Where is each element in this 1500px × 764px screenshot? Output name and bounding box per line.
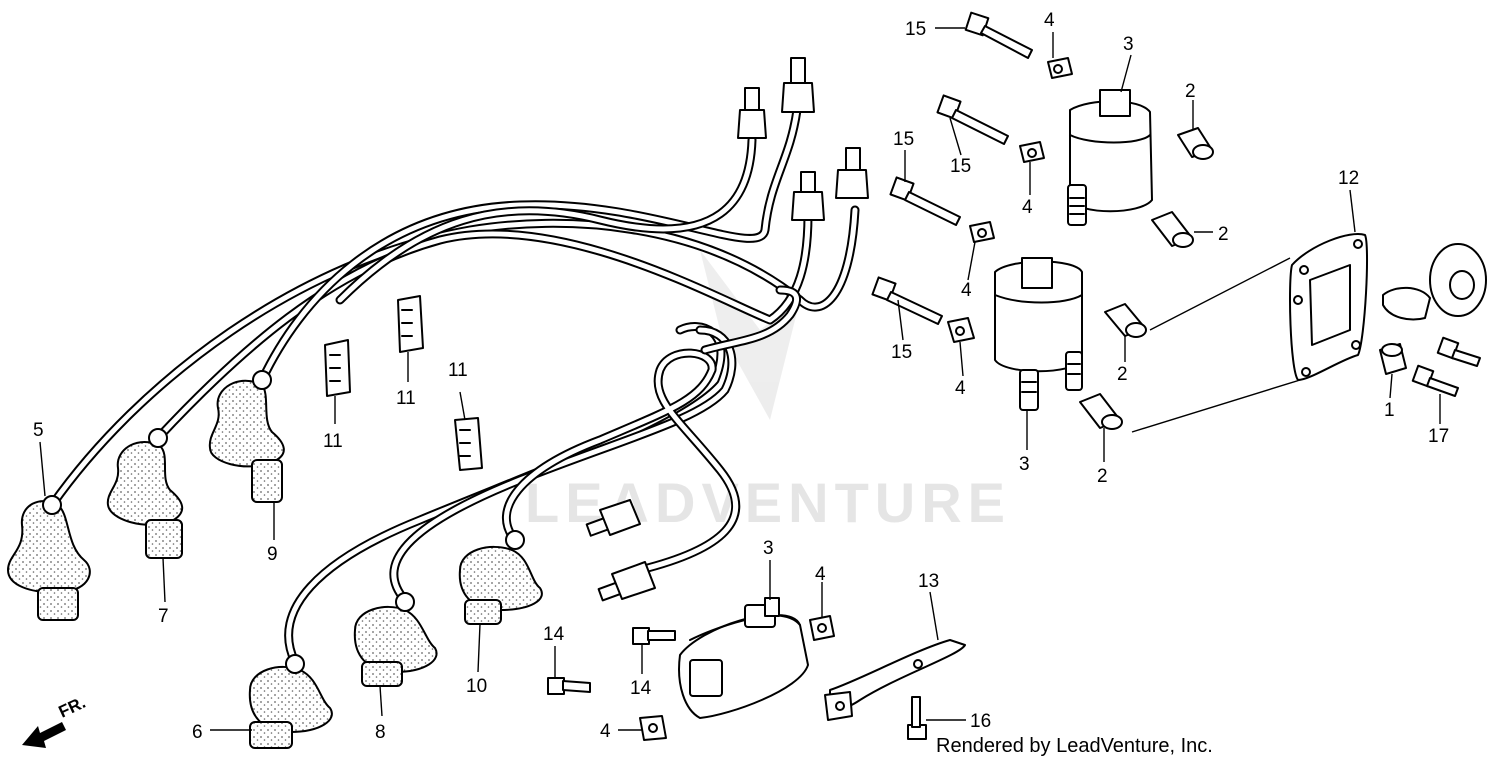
nuts xyxy=(639,57,1073,741)
collar-5 xyxy=(1379,343,1407,375)
credit-text: Rendered by LeadVenture, Inc. xyxy=(936,735,1213,757)
ignition-coil-middle xyxy=(994,257,1083,411)
callout-4: 4 xyxy=(955,378,966,399)
terminal-1 xyxy=(737,87,767,139)
callout-7: 7 xyxy=(158,606,169,627)
callout-15: 15 xyxy=(893,129,914,150)
wire-terminals xyxy=(585,57,869,602)
callout-labels: 15 4 3 2 15 15 4 2 4 12 15 4 2 1 17 3 2 … xyxy=(33,10,1449,743)
nut-1 xyxy=(1047,57,1073,79)
bolt-16 xyxy=(907,696,927,740)
callout-4: 4 xyxy=(1022,197,1033,218)
terminal-3 xyxy=(835,147,869,199)
callout-3: 3 xyxy=(1019,454,1030,475)
callout-4: 4 xyxy=(815,564,826,585)
spark-plug-wire-bundle xyxy=(47,105,860,667)
callout-8: 8 xyxy=(375,722,386,743)
direction-label: FR. xyxy=(56,693,89,722)
callout-14: 14 xyxy=(630,678,652,699)
callout-10: 10 xyxy=(466,676,487,697)
callout-15: 15 xyxy=(905,19,926,40)
callout-5: 5 xyxy=(33,420,44,441)
callout-3: 3 xyxy=(1123,34,1134,55)
bolt-17-a xyxy=(1436,336,1481,367)
collar-1 xyxy=(1177,127,1214,160)
front-direction-arrow: FR. xyxy=(22,693,89,748)
nut-5 xyxy=(809,615,835,641)
wire-stay xyxy=(824,639,966,721)
spark-plug-cap-9 xyxy=(208,370,285,503)
bolt-15-fourth xyxy=(871,276,943,325)
callout-9: 9 xyxy=(267,544,278,565)
callout-3: 3 xyxy=(763,538,774,559)
terminal-6 xyxy=(597,561,656,602)
callout-11: 11 xyxy=(396,388,416,409)
callout-4: 4 xyxy=(1044,10,1055,31)
callout-12: 12 xyxy=(1338,168,1359,189)
callout-2: 2 xyxy=(1117,364,1128,385)
callout-6: 6 xyxy=(192,722,203,743)
callout-13: 13 xyxy=(918,571,939,592)
bolt-15-third xyxy=(889,176,961,226)
callout-16: 16 xyxy=(970,711,991,732)
wire-clip-1 xyxy=(324,339,351,397)
callout-2: 2 xyxy=(1185,81,1196,102)
spark-plug-cap-6 xyxy=(248,654,333,749)
callout-15: 15 xyxy=(950,156,971,177)
callout-11: 11 xyxy=(323,431,343,452)
spacer-collars xyxy=(1079,127,1407,430)
spark-plug-cap-10 xyxy=(458,530,543,625)
callout-2: 2 xyxy=(1218,224,1229,245)
bolt-15-top xyxy=(964,11,1033,59)
callout-leaders xyxy=(39,27,1441,731)
ignition-coil-lower xyxy=(678,597,809,719)
ignition-coil-upper xyxy=(1067,89,1153,226)
nut-3 xyxy=(969,221,995,243)
collar-4 xyxy=(1079,393,1123,430)
callout-4: 4 xyxy=(961,280,972,301)
nut-6 xyxy=(639,715,667,741)
terminal-2 xyxy=(781,57,815,113)
terminal-4 xyxy=(791,171,825,221)
wire-clip-2 xyxy=(397,295,424,353)
nut-2 xyxy=(1019,141,1045,163)
wire-clip-3 xyxy=(454,417,483,471)
terminal-5 xyxy=(585,499,641,537)
nut-4 xyxy=(947,317,975,343)
watermark-logo: LEADVENTURE xyxy=(525,250,1005,534)
callout-2: 2 xyxy=(1097,466,1108,487)
bolt-14-b xyxy=(547,677,591,695)
spark-plug-cap-8 xyxy=(353,592,438,687)
bolt-17-b xyxy=(1411,364,1459,397)
bolt-15-second xyxy=(936,94,1009,145)
bolt-14-a xyxy=(632,627,676,645)
callout-17: 17 xyxy=(1428,426,1449,447)
callout-15: 15 xyxy=(891,342,912,363)
spark-plug-cap-7 xyxy=(106,428,183,559)
coil-bracket xyxy=(1289,233,1368,381)
callout-11: 11 xyxy=(448,360,468,381)
spark-plug-cap-5 xyxy=(6,495,91,621)
callout-1: 1 xyxy=(1384,400,1395,421)
callout-14: 14 xyxy=(543,624,565,645)
callout-4: 4 xyxy=(600,721,611,742)
collar-2 xyxy=(1151,211,1194,248)
assembly-lines xyxy=(1131,257,1301,433)
grommet-mount xyxy=(1382,243,1487,321)
collar-3 xyxy=(1104,303,1147,338)
